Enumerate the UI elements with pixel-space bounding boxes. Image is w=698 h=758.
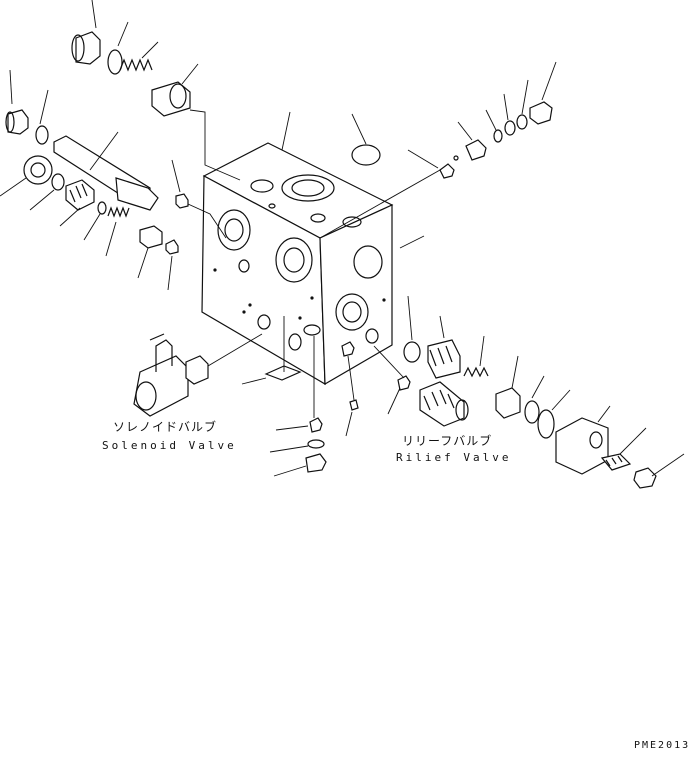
solenoid-valve-assembly xyxy=(133,333,263,417)
relief-valve-label-en: Rilief Valve xyxy=(396,451,512,464)
valve-block xyxy=(201,142,394,386)
relief-valve-assembly xyxy=(373,295,685,489)
drawing-code: PME2013 xyxy=(634,740,691,751)
center-bottom-parts xyxy=(241,316,359,477)
relief-valve-label-jp: リリーフバルブ xyxy=(402,434,493,448)
top-right-parts xyxy=(281,61,557,249)
top-left-parts xyxy=(71,0,241,181)
solenoid-valve-label-jp: ソレノイドバルブ xyxy=(113,420,218,434)
solenoid-valve-label-en: Solenoid Valve xyxy=(102,439,237,452)
left-parts xyxy=(0,69,227,291)
